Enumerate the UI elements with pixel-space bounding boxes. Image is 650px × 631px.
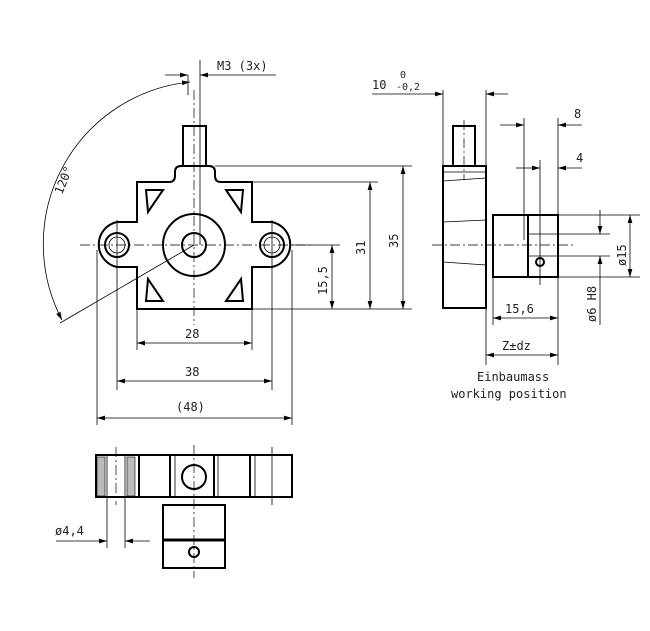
dim-4: 4 — [576, 151, 583, 165]
dim-38: 38 — [185, 365, 199, 379]
front-view: M3 (3x) 120° 28 38 (48) 35 31 15,5 — [42, 59, 412, 425]
dim-31: 31 — [354, 241, 368, 255]
dim-diameter-6-h8: ø6 H8 — [585, 286, 599, 322]
dim-28: 28 — [185, 327, 199, 341]
housing-side — [442, 165, 487, 309]
dim-diameter-4-4: ø4,4 — [55, 524, 84, 538]
caption-einbaumass: Einbaumass — [477, 370, 549, 384]
pockets — [144, 189, 245, 302]
dim-15-5: 15,5 — [316, 266, 330, 295]
shaft — [182, 125, 207, 167]
bottom-view: ø4,4 — [55, 445, 293, 578]
thread-label: M3 (3x) — [217, 59, 268, 73]
tolerance-upper: 0 — [400, 70, 406, 81]
caption-working-position: working position — [451, 387, 567, 401]
dim-10: 10 — [372, 78, 386, 92]
dim-35: 35 — [387, 234, 401, 248]
dim-15-6: 15,6 — [505, 302, 534, 316]
dim-48: (48) — [176, 400, 205, 414]
coupling — [492, 214, 559, 278]
side-view: 10 0 -0,2 8 4 ø15 ø6 H8 15,6 Z±dz Einbau… — [372, 70, 640, 401]
dim-z: Z±dz — [502, 339, 531, 353]
dim-8: 8 — [574, 107, 581, 121]
tolerance-lower: -0,2 — [396, 82, 420, 93]
angle-label: 120° — [52, 164, 76, 196]
dim-diameter-15: ø15 — [615, 244, 629, 266]
